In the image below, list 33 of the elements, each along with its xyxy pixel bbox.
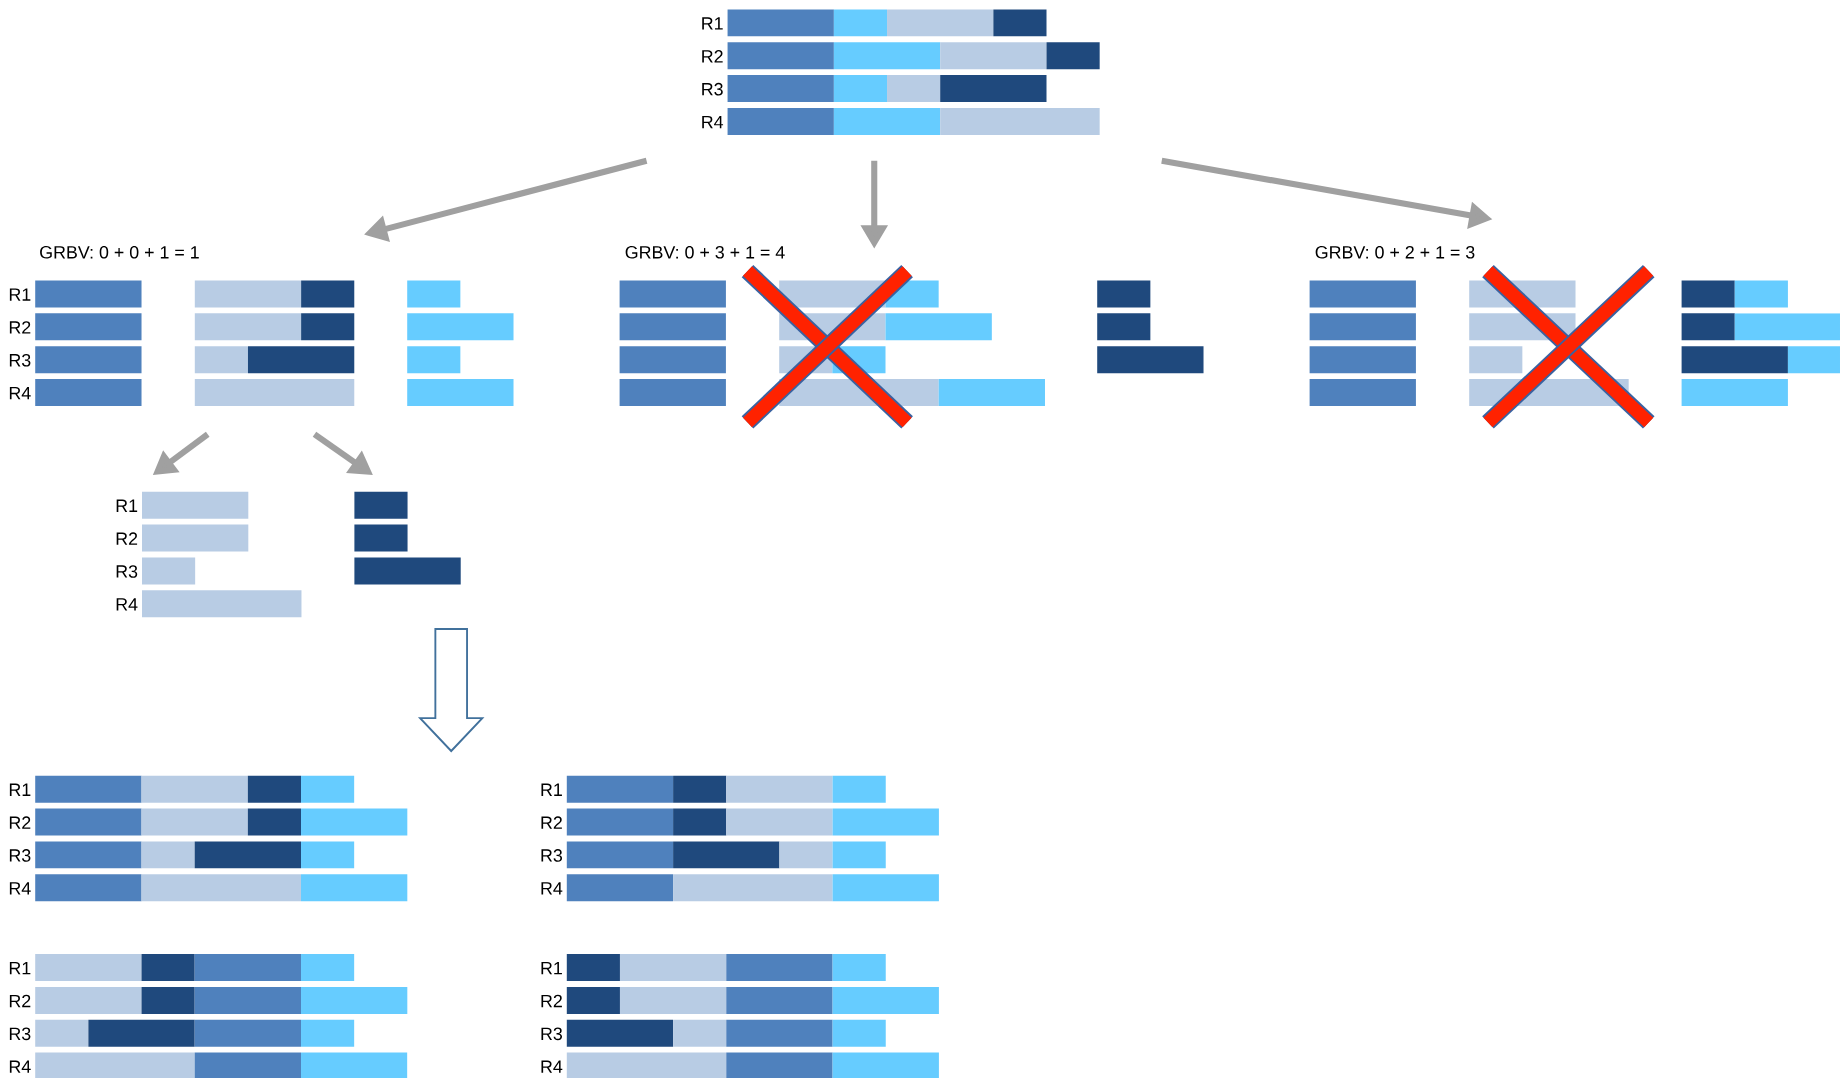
row-label: R3 [541,1027,562,1040]
arrow [417,627,485,753]
row-label: R1 [541,961,562,975]
row-label: R4 [116,597,138,611]
score-label: GRBV: 0 + 2 + 1 = 3 [1315,245,1475,259]
row-label: R3 [9,1027,31,1040]
row-label: R1 [116,499,138,512]
row-label: R4 [9,386,31,400]
row-label: R2 [116,532,138,545]
row-label: R4 [541,881,563,895]
row-label: R2 [9,994,31,1007]
row-label: R2 [541,994,562,1007]
row-label: R3 [9,353,31,367]
score-label: GRBV: 0 + 3 + 1 = 4 [625,245,785,259]
row-label: R2 [702,49,723,63]
row-label: R3 [702,82,723,96]
row-label: R4 [702,115,724,128]
row-label: R1 [9,783,31,796]
row-label: R3 [116,564,138,578]
row-label: R4 [9,1060,31,1073]
row-label: R4 [541,1060,563,1073]
row-label: R3 [541,848,562,862]
row-label: R1 [541,783,562,796]
row-label: R2 [9,816,31,829]
row-label: R1 [702,17,723,30]
stacked-bars-drawing [354,491,461,585]
score-label: GRBV: 0 + 0 + 1 = 1 [40,245,199,259]
row-label: R4 [9,881,31,895]
row-label: R1 [9,961,31,975]
row-label: R2 [9,320,31,334]
row-label: R1 [9,288,31,301]
row-label: R3 [9,848,31,862]
row-label: R2 [541,816,562,829]
